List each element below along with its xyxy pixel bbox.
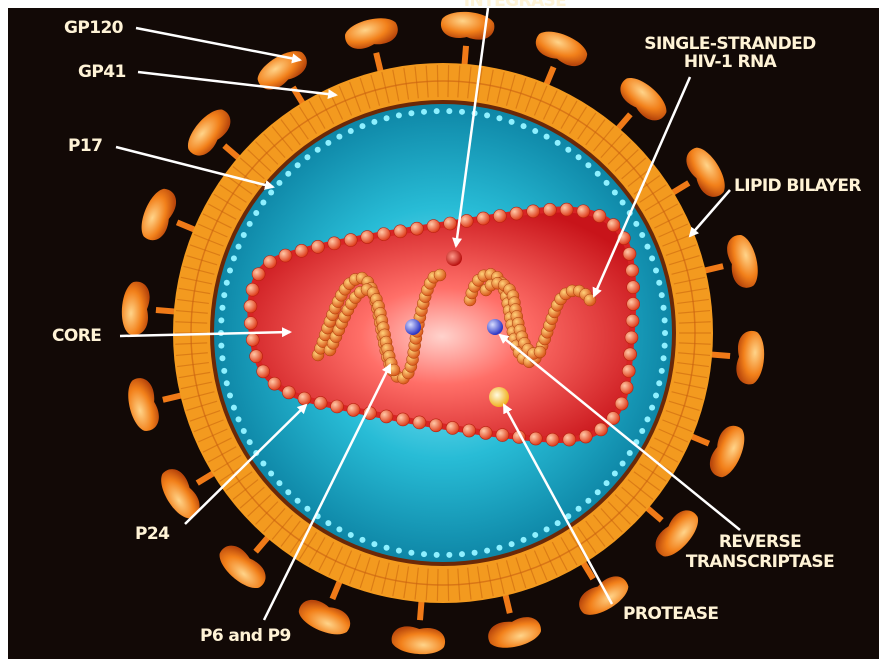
label-transcriptase: TRANSCRIPTASE <box>680 552 840 572</box>
label-lipid-bilayer: LIPID BILAYER <box>734 176 861 196</box>
label-rna-line2: HIV-1 RNA <box>630 52 830 72</box>
protease-dot <box>489 387 509 407</box>
label-rna-line1: SINGLE-STRANDED <box>630 34 830 54</box>
label-p6-and-p9: P6 and P9 <box>200 626 291 646</box>
label-core: CORE <box>52 326 101 346</box>
label-p24: P24 <box>135 524 169 544</box>
reverse-transcriptase-dot <box>487 319 503 335</box>
label-p17: P17 <box>68 136 102 156</box>
enzyme-blue-left <box>405 319 421 335</box>
label-protease: PROTEASE <box>623 604 718 624</box>
label-integrase: INTEGRASE <box>460 0 570 11</box>
label-reverse: REVERSE <box>690 532 830 552</box>
integrase-dot <box>446 250 462 266</box>
label-gp120: GP120 <box>64 18 123 38</box>
label-gp41: GP41 <box>78 62 126 82</box>
